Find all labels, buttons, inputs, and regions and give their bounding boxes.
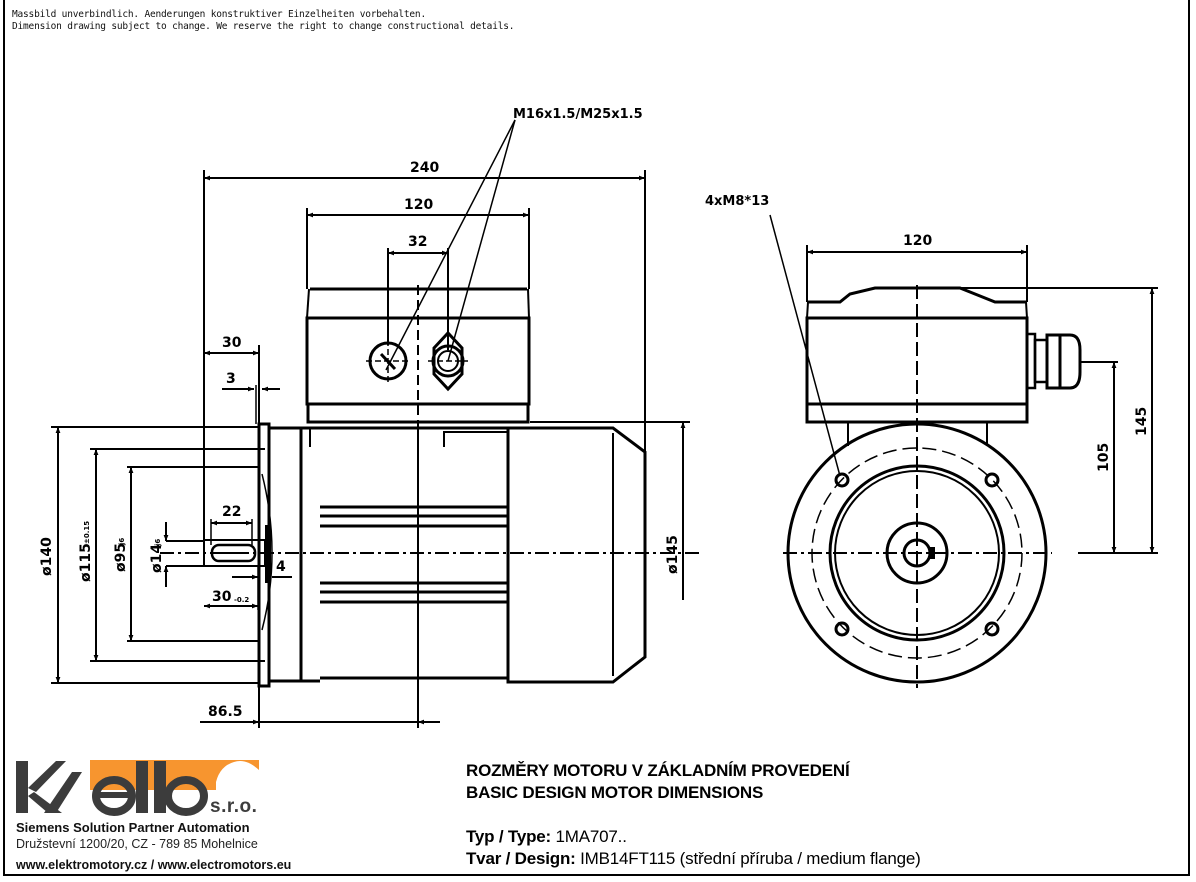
flange [257, 422, 301, 688]
cable-gland-side [1025, 332, 1082, 390]
dim-30-tol: -0.2 [234, 596, 249, 604]
side-view [51, 119, 700, 728]
design-label: Tvar / Design: [466, 849, 576, 868]
dia-95: ø95 [113, 543, 129, 572]
motor-housing [299, 426, 508, 683]
thread-callout: M16x1.5/M25x1.5 [513, 107, 643, 122]
type-label: Typ / Type: [466, 827, 552, 846]
type-row: Typ / Type: 1MA707.. [466, 826, 627, 848]
cable-gland-m16 [366, 340, 410, 382]
dia-14: ø14 [149, 544, 165, 573]
bolt-holes [834, 472, 1000, 637]
company-address: Družstevní 1200/20, CZ - 789 85 Mohelnic… [16, 837, 258, 851]
dim-105: 105 [1096, 443, 1112, 472]
type-value: 1MA707.. [555, 827, 627, 846]
shaft [203, 539, 266, 567]
drawing-frame [3, 0, 1190, 876]
dim-30-top: 30 [222, 335, 242, 351]
title-block: ROZMĚRY MOTORU V ZÁKLADNÍM PROVEDENÍ BAS… [466, 760, 921, 868]
shaft-key [929, 547, 935, 559]
dim-240: 240 [410, 160, 439, 176]
end-view-labels: 4xM8*13 120 105 145 [705, 194, 1150, 472]
dim-120-end: 120 [903, 233, 932, 249]
fan-cover [506, 426, 647, 684]
company-suffix: s.r.o. [210, 796, 258, 817]
disclaimer-en: Dimension drawing subject to change. We … [12, 21, 515, 32]
dia-14-tol: j6 [154, 539, 162, 547]
dia-115: ø115 [78, 543, 94, 582]
company-web[interactable]: www.elektromotory.cz / www.electromotors… [16, 858, 292, 872]
dim-3: 3 [226, 371, 236, 387]
dim-30-shaft: 30 [212, 589, 232, 605]
side-view-labels: M16x1.5/M25x1.5 240 120 32 30 3 22 30 -0… [39, 107, 681, 720]
dia-140: ø140 [39, 537, 55, 576]
design-value: IMB14FT115 (střední příruba / medium fla… [580, 849, 921, 868]
dia-115-tol: ±0.15 [83, 521, 91, 544]
dia-95-tol: j6 [118, 538, 126, 546]
company-tagline: Siemens Solution Partner Automation [16, 820, 250, 835]
dim-22: 22 [222, 504, 241, 520]
design-row: Tvar / Design: IMB14FT115 (střední příru… [466, 848, 921, 870]
dim-86-5: 86.5 [208, 704, 243, 720]
dim-32: 32 [408, 234, 427, 250]
kvelb-logo [16, 760, 259, 816]
end-view [769, 214, 1158, 688]
dia-145: ø145 [665, 535, 681, 574]
dim-4: 4 [276, 559, 286, 575]
title-cz: ROZMĚRY MOTORU V ZÁKLADNÍM PROVEDENÍ [466, 761, 850, 780]
dim-120-side: 120 [404, 197, 433, 213]
disclaimer-de: Massbild unverbindlich. Aenderungen kons… [12, 9, 426, 20]
holes-callout: 4xM8*13 [705, 194, 769, 209]
title-en: BASIC DESIGN MOTOR DIMENSIONS [466, 783, 764, 802]
dim-145: 145 [1134, 407, 1150, 436]
